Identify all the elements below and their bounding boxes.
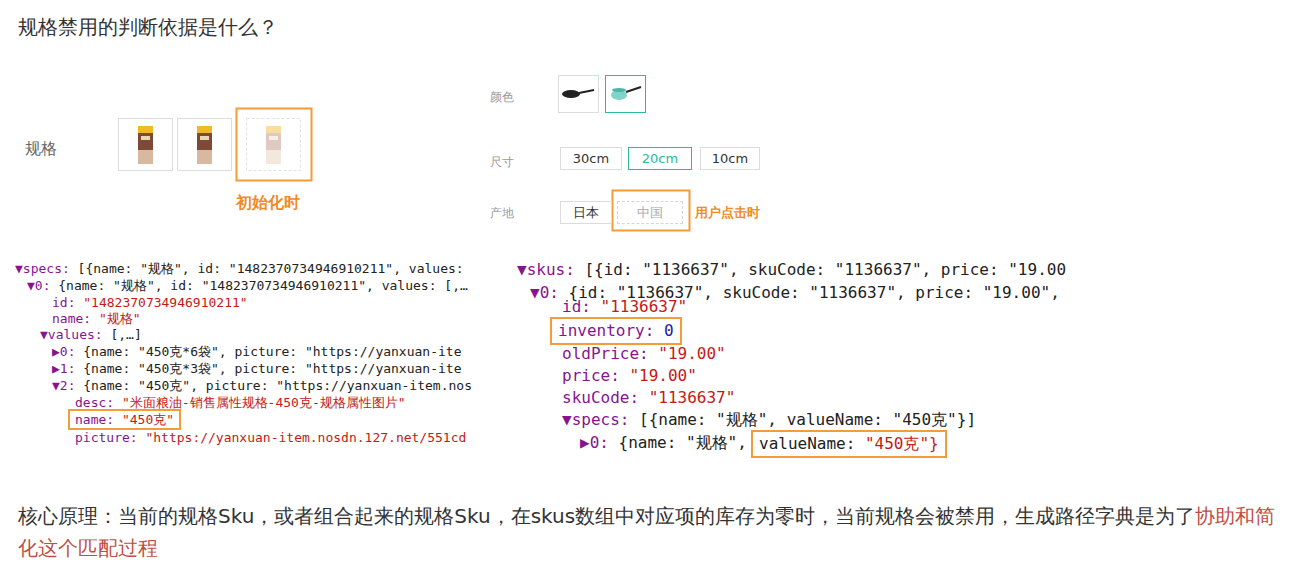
code-line: skuCode: "1136637": [562, 387, 735, 409]
code-line: price: "19.00": [562, 365, 697, 387]
code-line: ▼2: {name: "450克", picture: "https://yanx…: [52, 377, 472, 394]
code-text: "19.00": [658, 344, 725, 363]
node-text: "450克"}: [865, 434, 939, 453]
node-text: 10cm: [712, 151, 748, 166]
code-text: ▶0:: [52, 344, 75, 359]
summary-text: 核心原理：当前的规格Sku，或者组合起来的规格Sku，在skus数组中对应项的库…: [18, 504, 1195, 528]
code-text: ▼0:: [27, 278, 50, 293]
code-line: id: "1482370734946910211": [52, 294, 248, 311]
node-text: 中国: [637, 205, 663, 220]
code-line: ▼values: [,…]: [40, 326, 142, 343]
code-text: {name: "450克*3袋", picture: "https://yanx…: [83, 361, 461, 376]
code-text: id:: [562, 297, 591, 316]
code-text: name:: [52, 311, 91, 326]
code-text: "米面粮油-销售属性规格-450克-规格属性图片": [122, 395, 406, 410]
code-text: ▶0:: [580, 433, 609, 452]
node-text: "450克": [122, 412, 174, 427]
spec-button: 日本: [560, 201, 612, 224]
highlight-box: valueName: "450克"}: [751, 430, 947, 458]
code-line: ▶0: {name: "规格",: [580, 432, 747, 454]
code-text: ▼specs:: [15, 261, 70, 276]
product-thumb: [178, 119, 232, 171]
code-text: "规格": [99, 311, 141, 326]
code-text: "1136637": [649, 388, 736, 407]
code-text: ▼2:: [52, 378, 75, 393]
code-line: ▼specs: [{name: "规格", valueName: "450克"}]: [562, 409, 976, 431]
code-line: oldPrice: "19.00": [562, 343, 726, 365]
code-line: ▼skus: [{id: "1136637", skuCode: "1136637…: [517, 259, 1066, 281]
product-thumb-disabled: [247, 119, 301, 171]
callout-note: 用户点击时: [695, 204, 760, 222]
color-thumb: [559, 76, 599, 113]
row-label: 规格: [25, 139, 57, 160]
page-title: 规格禁用的判断依据是什么？: [18, 14, 278, 41]
code-text: "1482370734946910211": [83, 295, 247, 310]
code-text: "1136637": [601, 297, 688, 316]
node-text: name:: [75, 412, 114, 427]
node-text: 20cm: [642, 151, 678, 166]
highlight-frame: [237, 109, 312, 181]
code-text: ▼specs:: [562, 410, 629, 429]
code-text: {name: "规格",: [619, 433, 747, 452]
row-label: 颜色: [490, 89, 514, 106]
node-text: valueName:: [759, 434, 855, 453]
code-text: [{name: "规格", valueName: "450克"}]: [639, 410, 976, 429]
code-line: ▶1: {name: "450克*3袋", picture: "https://y…: [52, 360, 461, 377]
code-text: skuCode:: [562, 388, 639, 407]
code-line: picture: "https://yanxuan-item.nosdn.127.…: [75, 429, 466, 446]
code-text: "https://yanxuan-item.nosdn.127.net/551c…: [145, 430, 466, 445]
color-thumb-selected: [606, 76, 646, 113]
node-text: inventory:: [558, 321, 654, 340]
code-text: {name: "450克*6袋", picture: "https://yanx…: [83, 344, 461, 359]
code-text: {name: "规格", id: "1482370734946910211", …: [58, 278, 468, 293]
code-line: id: "1136637": [562, 296, 687, 318]
code-text: [{name: "规格", id: "1482370734946910211",…: [78, 261, 464, 276]
code-text: [,…]: [110, 327, 141, 342]
spec-button-disabled: 中国: [617, 201, 683, 224]
row-label: 产地: [490, 205, 514, 222]
highlight-box: inventory: 0: [550, 317, 682, 345]
code-text: ▼skus:: [517, 260, 575, 279]
code-text: id:: [52, 295, 75, 310]
code-text: ▼values:: [40, 327, 103, 342]
callout-note: 初始化时: [236, 193, 300, 214]
spec-button-selected: 20cm: [628, 147, 692, 170]
spec-button: 30cm: [560, 147, 622, 170]
summary-text: 核心原理：当前的规格Sku，或者组合起来的规格Sku，在skus数组中对应项的库…: [18, 500, 1293, 564]
code-text: picture:: [75, 430, 138, 445]
code-text: oldPrice:: [562, 344, 649, 363]
node-text: 30cm: [573, 151, 609, 166]
row-label: 尺寸: [490, 154, 514, 171]
code-text: ▶1:: [52, 361, 75, 376]
code-text: "19.00": [629, 366, 696, 385]
code-text: price:: [562, 366, 620, 385]
code-line: ▶0: {name: "450克*6袋", picture: "https://y…: [52, 343, 461, 360]
highlight-box: name: "450克": [68, 409, 181, 430]
code-text: [{id: "1136637", skuCode: "1136637", pri…: [584, 260, 1066, 279]
node-text: 0: [664, 321, 674, 340]
spec-button: 10cm: [700, 147, 760, 170]
code-text: ▼0:: [530, 283, 559, 302]
code-line: name: "规格": [52, 310, 141, 327]
node-text: 日本: [573, 205, 599, 220]
code-text: {name: "450克", picture: "https://yanxuan…: [83, 378, 472, 393]
code-line: ▼0: {name: "规格", id: "1482370734946910211…: [27, 277, 468, 294]
highlight-frame: [613, 191, 690, 231]
code-line: ▼specs: [{name: "规格", id: "14823707349469…: [15, 260, 464, 277]
product-thumb: [119, 119, 173, 171]
code-text: desc:: [75, 395, 114, 410]
